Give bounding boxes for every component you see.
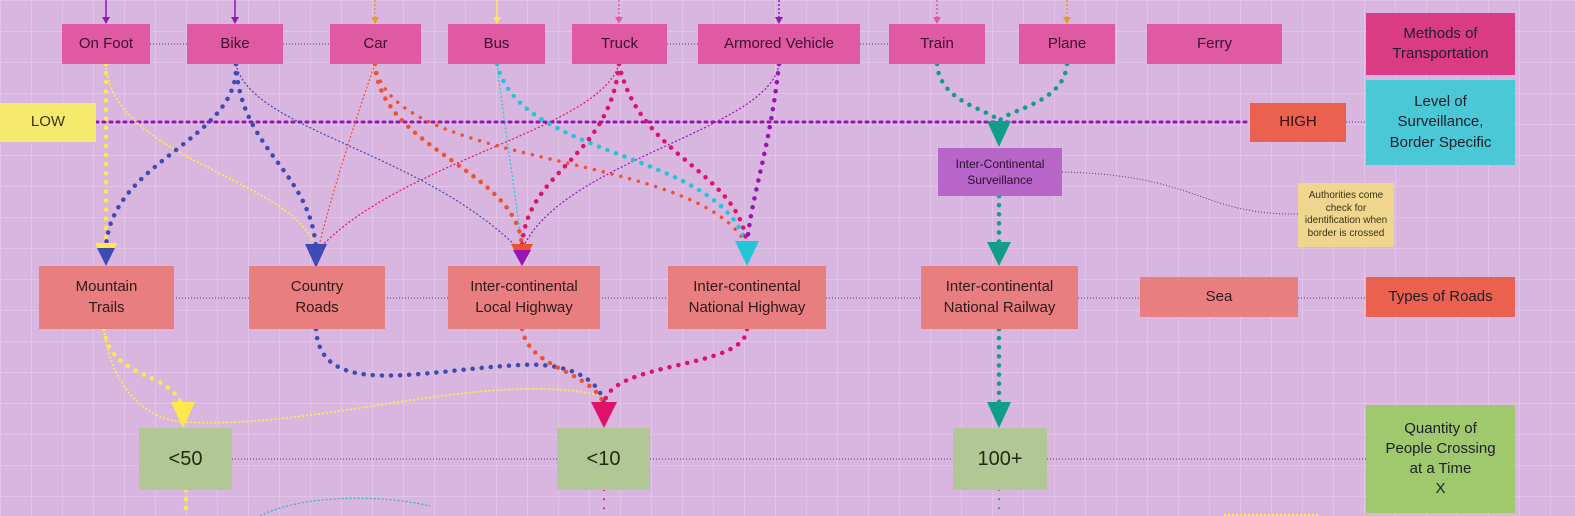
method-ferry[interactable]: Ferry xyxy=(1147,24,1282,64)
legend-level-of-surveillance[interactable]: Level of Surveillance, Border Specific xyxy=(1366,80,1515,165)
legend-types-of-roads[interactable]: Types of Roads xyxy=(1366,277,1515,317)
road-mountain-trails[interactable]: Mountain Trails xyxy=(39,266,174,329)
quantity-100-plus[interactable]: 100+ xyxy=(953,428,1047,490)
legend-quantity-of-people[interactable]: Quantity of People Crossing at a Time X xyxy=(1366,405,1515,513)
surveillance-low[interactable]: LOW xyxy=(0,103,96,142)
method-car[interactable]: Car xyxy=(330,24,421,64)
method-truck[interactable]: Truck xyxy=(572,24,667,64)
method-armored-vehicle[interactable]: Armored Vehicle xyxy=(698,24,860,64)
method-bike[interactable]: Bike xyxy=(187,24,283,64)
method-train[interactable]: Train xyxy=(889,24,985,64)
road-local-highway[interactable]: Inter-continental Local Highway xyxy=(448,266,600,329)
road-national-railway[interactable]: Inter-continental National Railway xyxy=(921,266,1078,329)
road-national-highway[interactable]: Inter-continental National Highway xyxy=(668,266,826,329)
road-sea[interactable]: Sea xyxy=(1140,277,1298,317)
method-on-foot[interactable]: On Foot xyxy=(62,24,150,64)
legend-methods-of-transportation[interactable]: Methods of Transportation xyxy=(1366,13,1515,75)
road-country-roads[interactable]: Country Roads xyxy=(249,266,385,329)
quantity-less-than-10[interactable]: <10 xyxy=(557,428,650,490)
method-bus[interactable]: Bus xyxy=(448,24,545,64)
note-authorities[interactable]: Authorities come check for identificatio… xyxy=(1298,183,1394,247)
method-plane[interactable]: Plane xyxy=(1019,24,1115,64)
inter-continental-surveillance[interactable]: Inter-Continental Surveillance xyxy=(938,148,1062,196)
quantity-less-than-50[interactable]: <50 xyxy=(139,428,232,490)
surveillance-high[interactable]: HIGH xyxy=(1250,103,1346,142)
